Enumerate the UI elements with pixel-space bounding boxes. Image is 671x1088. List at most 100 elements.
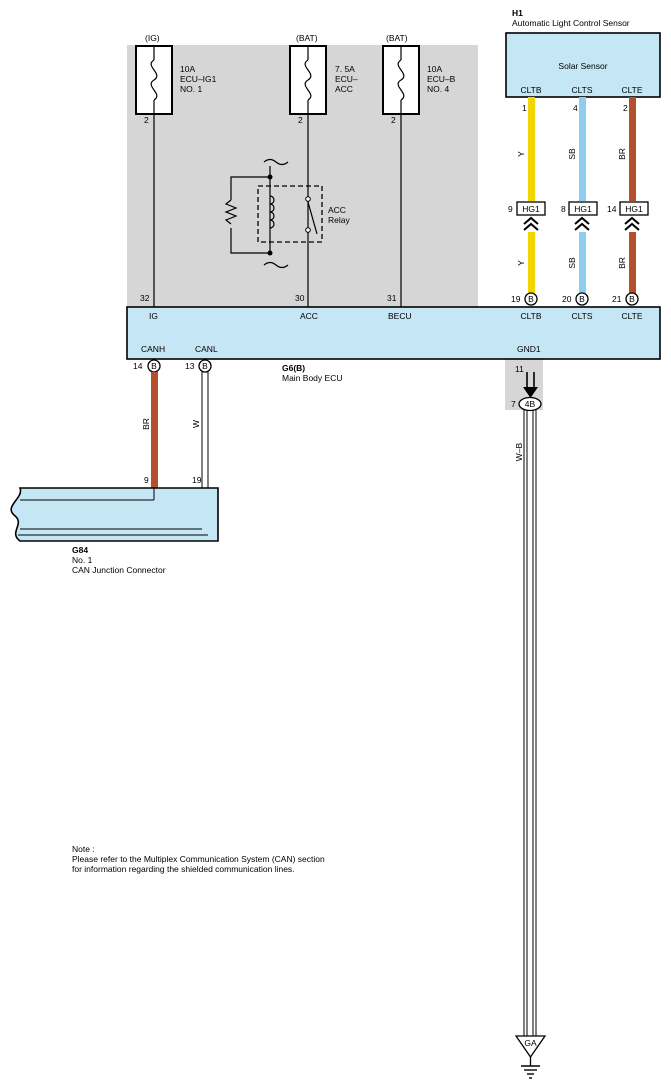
fuse-ecu-acc: (BAT) 7. 5A ECU– ACC 2 <box>289 33 358 125</box>
junction-name: CAN Junction Connector <box>72 565 166 575</box>
hg-pin: 14 <box>607 204 617 214</box>
note-text: for information regarding the shielded c… <box>72 864 295 874</box>
sensor-label: Solar Sensor <box>558 61 607 71</box>
ecu-pin: 11 <box>515 364 524 374</box>
wire-cltb <box>528 97 535 295</box>
relay-case <box>257 185 323 243</box>
fuse-rating: 10A <box>427 64 442 74</box>
fuse-ecu-b: (BAT) 10A ECU–B NO. 4 2 <box>382 33 456 125</box>
sensor-pin: 1 <box>522 103 527 113</box>
ecu-code: G6(B) <box>282 363 305 373</box>
fuse-name: ECU–IG1 <box>180 74 217 84</box>
ground-point-label: GA <box>524 1038 537 1048</box>
solar-sensor-h1: H1 Automatic Light Control Sensor Solar … <box>505 8 661 98</box>
note-title: Note : <box>72 844 95 854</box>
ecu-terminal: CANH <box>141 344 165 354</box>
junction-name: No. 1 <box>72 555 93 565</box>
wire-color-code: W–B <box>514 442 524 461</box>
hg1-connector-clte: 14 HG1 <box>607 201 649 231</box>
fuse-supply: (BAT) <box>386 33 408 43</box>
terminal-name: CLTS <box>571 85 592 95</box>
ground-icon <box>521 1065 540 1079</box>
splice-pin: 7 <box>511 399 516 409</box>
hg-label: HG1 <box>625 204 643 214</box>
wire-color-code: SB <box>567 257 577 269</box>
ecu-box <box>126 306 661 360</box>
chevron-up-icon <box>624 216 640 231</box>
sensor-code: H1 <box>512 8 523 18</box>
note: Note : Please refer to the Multiplex Com… <box>72 844 325 874</box>
connector-b-label: B <box>151 361 157 371</box>
ecu-name: Main Body ECU <box>282 373 342 383</box>
chevron-up-icon <box>523 216 539 231</box>
fuse-supply: (BAT) <box>296 33 318 43</box>
sensor-pin: 2 <box>623 103 628 113</box>
hg-pin: 8 <box>561 204 566 214</box>
fuse-supply: (IG) <box>145 33 160 43</box>
relay-coil-icon <box>269 195 275 229</box>
terminal-name: CLTB <box>520 85 541 95</box>
ecu-pin: 32 <box>140 293 150 303</box>
wire-color-code: Y <box>516 151 526 157</box>
fuse-icon <box>397 59 405 101</box>
hg-label: HG1 <box>522 204 540 214</box>
sensor-name: Automatic Light Control Sensor <box>512 18 630 28</box>
terminal-name: CLTE <box>621 85 642 95</box>
can-junction-connector: 9 19 G84 No. 1 CAN Junction Connector <box>10 475 219 575</box>
wire-color-code: W <box>191 420 201 428</box>
fuse-pin: 2 <box>391 115 396 125</box>
junction-pin: 19 <box>192 475 202 485</box>
sensor-pin: 4 <box>573 103 578 113</box>
hg1-connector-cltb: 9 HG1 <box>508 201 546 231</box>
ecu-pin: 20 <box>562 294 572 304</box>
ecu-pin: 21 <box>612 294 622 304</box>
ecu-terminal: CANL <box>195 344 218 354</box>
chevron-up-icon <box>574 216 590 231</box>
wire-canh <box>151 372 158 500</box>
wire-clts <box>579 97 586 295</box>
sensor-box <box>505 32 661 98</box>
fuse-ecu-ig1: (IG) 10A ECU–IG1 NO. 1 2 <box>135 33 217 125</box>
connector-b-label: B <box>629 294 635 304</box>
wire-color-code: BR <box>141 418 151 430</box>
ecu-pin: 31 <box>387 293 397 303</box>
splice-label: 4B <box>525 399 536 409</box>
ecu-terminal: ACC <box>300 311 318 321</box>
ecu-pin: 14 <box>133 361 143 371</box>
main-body-ecu: 32 30 31 19 B 20 B 21 B IG ACC BECU CLTB… <box>126 292 661 383</box>
ecu-terminal: IG <box>149 311 158 321</box>
junction-box <box>10 487 219 542</box>
fuse-number: NO. 4 <box>427 84 449 94</box>
fuse-name: ECU–B <box>427 74 456 84</box>
note-text: Please refer to the Multiplex Communicat… <box>72 854 325 864</box>
ecu-pin: 13 <box>185 361 195 371</box>
ecu-pin: 30 <box>295 293 305 303</box>
fuse-pin: 2 <box>144 115 149 125</box>
connector-b-label: B <box>528 294 534 304</box>
ground-circuit: 7 4B W–B GA <box>511 372 547 1079</box>
relay-label: ACC <box>328 205 346 215</box>
relay-label: Relay <box>328 215 350 225</box>
wire-clte <box>629 97 636 295</box>
fuse-icon <box>150 59 158 101</box>
hg1-connector-clts: 8 HG1 <box>561 201 598 231</box>
wire-color-code: Y <box>516 260 526 266</box>
wire-color-code: BR <box>617 257 627 269</box>
arrow-down-icon <box>523 387 538 398</box>
ground-triangle <box>514 1035 547 1059</box>
ecu-pin: 19 <box>511 294 521 304</box>
acc-relay: ACC Relay <box>224 158 350 269</box>
fuse-name: ECU– <box>335 74 358 84</box>
ecu-terminal: CLTS <box>571 311 592 321</box>
fuse-number: NO. 1 <box>180 84 202 94</box>
hg-label: HG1 <box>574 204 592 214</box>
fuse-rating: 10A <box>180 64 195 74</box>
relay-switch-icon <box>307 201 318 235</box>
fuse-number: ACC <box>335 84 353 94</box>
hg-pin: 9 <box>508 204 513 214</box>
ecu-terminal: BECU <box>388 311 412 321</box>
connector-b-label: B <box>579 294 585 304</box>
connector-b-label: B <box>202 361 208 371</box>
wire-color-code: SB <box>567 148 577 160</box>
